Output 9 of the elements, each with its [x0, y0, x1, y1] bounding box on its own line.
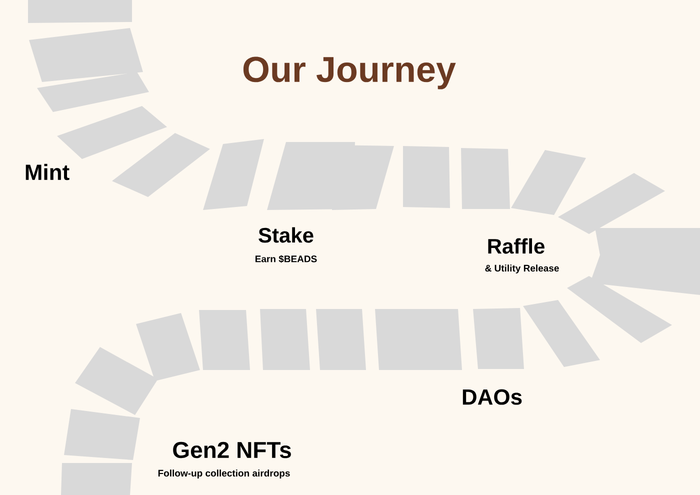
title: Our Journey: [243, 56, 456, 90]
milestone-label: Stake: [258, 227, 314, 243]
milestone-label: DAOs: [462, 389, 522, 405]
milestone-caption: Follow-up collection airdrops: [158, 470, 290, 478]
milestone-caption: & Utility Release: [485, 264, 559, 274]
milestone-label: Gen2 NFTs: [173, 442, 291, 458]
milestone-label: Raffle: [488, 238, 544, 254]
milestone-caption: Earn $BEADS: [256, 255, 317, 263]
milestone-label: Mint: [26, 164, 70, 180]
